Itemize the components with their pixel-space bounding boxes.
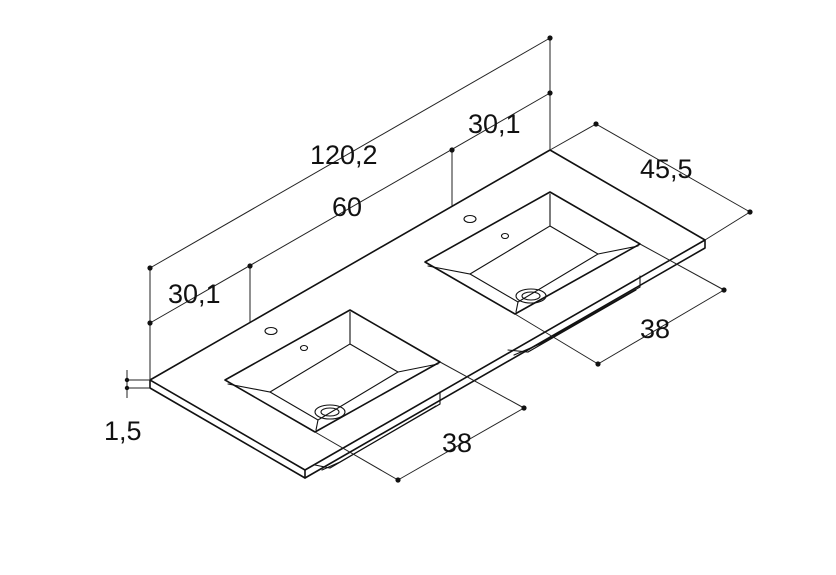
- left-basin-inner-floor: [269, 343, 400, 421]
- right-basin-inner-corner: [597, 245, 639, 255]
- right-basin-inner-floor: [469, 225, 600, 303]
- dimension-overall-width: 120,2: [147, 35, 553, 380]
- countertop-top-face: [149, 149, 706, 471]
- dim-label-depth: 45,5: [640, 154, 693, 184]
- right-overflow-icon: [500, 232, 510, 240]
- dimension-dot: [124, 385, 130, 391]
- dimension-dot: [147, 265, 153, 271]
- dimension-dot: [593, 121, 599, 127]
- left-tap-hole-icon: [264, 326, 278, 336]
- countertop: [149, 149, 706, 479]
- right-drain-icon: [515, 288, 547, 304]
- dim-label-right-offset: 30,1: [468, 109, 521, 139]
- dimension-left-bowl: 38: [314, 361, 527, 483]
- right-basin-inner-back: [427, 193, 551, 275]
- dimension-dot: [547, 35, 553, 41]
- left-basin: [224, 309, 441, 471]
- dim-label-thickness: 1,5: [104, 416, 142, 446]
- dim-label-overall-width: 120,2: [310, 140, 378, 170]
- dimension-dot: [595, 361, 601, 367]
- dimension-dot: [721, 287, 727, 293]
- dimension-dot: [147, 320, 153, 326]
- right-basin: [424, 191, 641, 356]
- left-overflow-icon: [299, 344, 309, 352]
- dimension-dot: [747, 209, 753, 215]
- right-drain-inner-icon: [521, 291, 541, 301]
- left-basin-inner-back: [227, 311, 351, 393]
- left-drain-icon: [314, 404, 346, 420]
- dimension-dot: [395, 477, 401, 483]
- dimension-center-spacing: 60 30,1 30,1: [147, 90, 553, 326]
- dim-label-left-offset: 30,1: [168, 279, 221, 309]
- dimension-dot: [247, 263, 253, 269]
- dimension-dot: [521, 405, 527, 411]
- dimension-right-bowl: 38: [514, 243, 727, 367]
- dimension-dot: [547, 90, 553, 96]
- right-tap-hole-icon: [463, 214, 477, 224]
- left-basin-inner-corner: [397, 363, 439, 373]
- dimension-thickness: 1,5: [104, 370, 150, 446]
- dimension-depth: 45,5: [549, 121, 753, 241]
- right-basin-underside: [513, 275, 641, 356]
- dimension-dot: [124, 377, 130, 383]
- dim-label-left-bowl: 38: [442, 428, 472, 458]
- right-basin-inner-front: [515, 301, 519, 313]
- left-basin-rim: [224, 309, 441, 433]
- dimension-dot: [449, 147, 455, 153]
- left-drain-inner-icon: [320, 407, 340, 417]
- dim-label-center-spacing: 60: [332, 192, 362, 222]
- left-basin-inner-front: [315, 419, 319, 431]
- right-basin-underside-inner: [507, 289, 637, 353]
- dim-label-right-bowl: 38: [640, 314, 670, 344]
- left-basin-underside-inner: [314, 405, 437, 469]
